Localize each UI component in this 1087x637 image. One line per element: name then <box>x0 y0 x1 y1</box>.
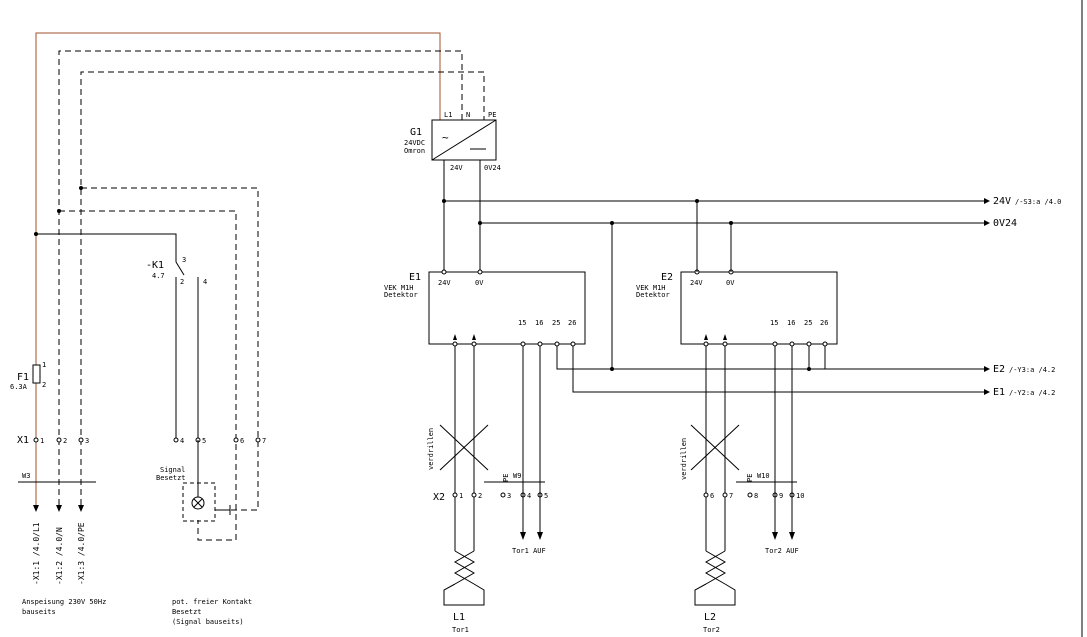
n-wire <box>58 50 463 505</box>
x2-t4: 4 <box>527 492 531 500</box>
x2-t8: 8 <box>754 492 758 500</box>
note-supply-1: Anspeisung 230V 50Hz <box>22 598 106 606</box>
feed-pe-label: -X1:3 /4.0/PE <box>77 522 86 585</box>
loop2-ref: L2 <box>704 612 716 623</box>
e2-detector <box>680 271 838 345</box>
e1-model: VEK M1H <box>384 284 414 292</box>
g1-out-24v: 24V <box>450 164 463 172</box>
f1-pin1: 1 <box>42 361 46 369</box>
x2-t2: 2 <box>478 492 482 500</box>
tor1-auf-label: Tor1 AUF <box>512 547 546 555</box>
e1-pin-0v: 0V <box>475 279 484 287</box>
e2-pin-24v: 24V <box>690 279 703 287</box>
twist-label-2: verdrillen <box>680 438 688 480</box>
g1-pin-n: N <box>466 111 470 119</box>
x1-t6: 6 <box>240 437 244 445</box>
loop2-sub: Tor2 <box>703 626 720 634</box>
loop1-ref: L1 <box>453 612 465 623</box>
x1-t3: 3 <box>85 437 89 445</box>
signal-lamp <box>182 440 231 522</box>
note-supply-2: bauseits <box>22 608 56 616</box>
tor2-auf-label: Tor2 AUF <box>765 547 799 555</box>
x1-t4: 4 <box>180 437 184 445</box>
e1-t26: 26 <box>568 319 576 327</box>
e2-t26: 26 <box>820 319 828 327</box>
k1-pin3: 3 <box>182 256 186 264</box>
g1-pin-l1: L1 <box>444 111 452 119</box>
ac-symbol: ~ <box>442 131 449 144</box>
bus-24v <box>444 198 990 204</box>
bus-0v-label: 0V24 <box>993 218 1017 229</box>
k1-relay-contact <box>175 261 199 440</box>
out-e2-label: E2 <box>993 364 1005 375</box>
x2-ref: X2 <box>433 492 445 503</box>
l1-wire <box>35 32 441 505</box>
g1-power-supply: ~ <box>431 119 497 161</box>
w3-label: W3 <box>22 472 30 480</box>
x1-t1: 1 <box>40 437 44 445</box>
e2-model: VEK M1H <box>636 284 666 292</box>
e1-pin-24v: 24V <box>438 279 451 287</box>
g1-out-0v: 0V24 <box>484 164 501 172</box>
x2-t6: 6 <box>710 492 714 500</box>
e1-t25: 25 <box>552 319 560 327</box>
w10-label: W10 <box>757 472 770 480</box>
signal-lamp-label1: Signal <box>160 466 185 474</box>
f1-ref: F1 <box>17 372 29 383</box>
twist-label-1: verdrillen <box>427 428 435 470</box>
e2-type: Detektor <box>636 291 670 299</box>
x2-t3: 3 <box>507 492 511 500</box>
f1-rating: 6.3A <box>10 383 28 391</box>
x2-t7: 7 <box>729 492 733 500</box>
e1-detector <box>428 271 586 345</box>
bus-0v <box>480 220 990 226</box>
g1-pin-pe: PE <box>488 111 496 119</box>
k1-pin2: 2 <box>180 278 184 286</box>
pe-wire <box>80 71 485 505</box>
output-e1-line <box>572 346 990 395</box>
x2-t9: 9 <box>779 492 783 500</box>
feed-n-label: -X1:2 /4.0/N <box>55 527 64 585</box>
x1-ref: X1 <box>17 435 29 446</box>
e1-t16: 16 <box>535 319 543 327</box>
k1-page: 4.7 <box>152 272 165 280</box>
e2-t25: 25 <box>804 319 812 327</box>
f1-fuse <box>32 364 41 384</box>
x2-t5: 5 <box>544 492 548 500</box>
e2-t16: 16 <box>787 319 795 327</box>
note-contact-2: Besetzt <box>172 608 202 616</box>
w9-label: W9 <box>513 472 521 480</box>
feed-l1-label: -X1:1 /4.0/L1 <box>32 522 41 585</box>
output-e2-line <box>556 346 990 372</box>
out-e2-ref: /-Y3:a /4.2 <box>1009 366 1055 374</box>
pe-label-2: PE <box>746 474 754 482</box>
e1-ref: E1 <box>409 272 421 283</box>
e2-t15: 15 <box>770 319 778 327</box>
f1-pin2: 2 <box>42 381 46 389</box>
g1-ref: G1 <box>410 127 422 138</box>
signal-lamp-label2: Besetzt <box>156 474 186 482</box>
note-contact-3: (Signal bauseits) <box>172 618 244 626</box>
x1-t5: 5 <box>202 437 206 445</box>
out-e1-ref: /-Y2:a /4.2 <box>1009 389 1055 397</box>
x2-t10: 10 <box>796 492 804 500</box>
note-contact-1: pot. freier Kontakt <box>172 598 252 606</box>
pe-label-1: PE <box>502 474 510 482</box>
out-e1-label: E1 <box>993 387 1005 398</box>
x1-t2: 2 <box>63 437 67 445</box>
e2-ref: E2 <box>661 272 673 283</box>
x2-t1: 1 <box>459 492 463 500</box>
x1-t7: 7 <box>262 437 266 445</box>
g1-brand: Omron <box>404 147 425 155</box>
g1-voltage: 24VDC <box>404 139 425 147</box>
e1-t15: 15 <box>518 319 526 327</box>
e1-type: Detektor <box>384 291 418 299</box>
e2-pin-0v: 0V <box>726 279 735 287</box>
k1-ref: -K1 <box>146 260 164 271</box>
bus-24v-ref: /-S3:a /4.0 <box>1015 198 1061 206</box>
bus-24v-label: 24V <box>993 196 1011 207</box>
k1-pin4: 4 <box>203 278 207 286</box>
loop1-sub: Tor1 <box>452 626 469 634</box>
